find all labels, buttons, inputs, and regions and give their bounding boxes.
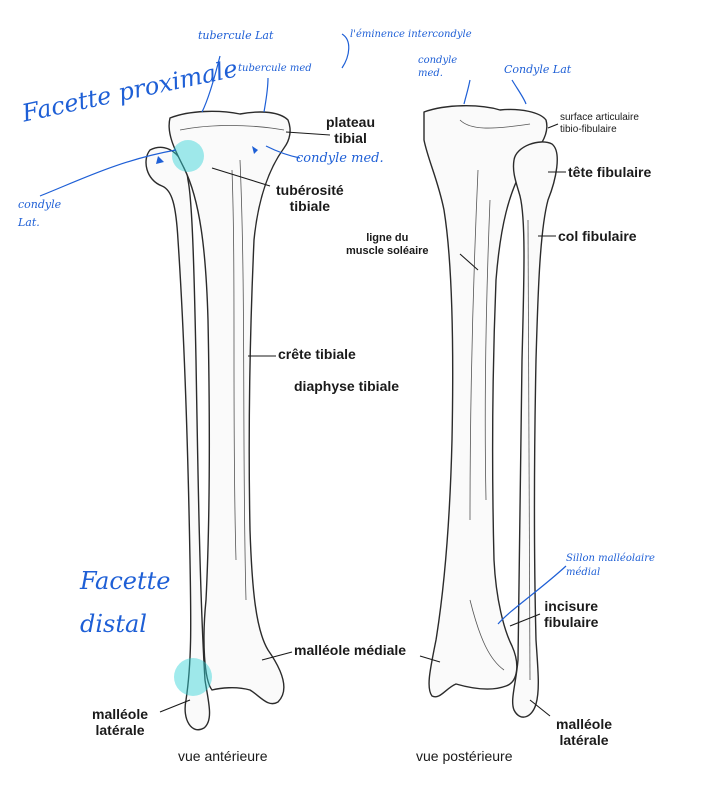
label-plateau-tibial: plateau tibial xyxy=(326,114,376,147)
note-tubercule-lat: tubercule Lat xyxy=(198,29,274,42)
distal-facet-highlight xyxy=(174,658,212,696)
note-condyle-lat-right: Condyle Lat xyxy=(504,63,572,76)
note-facette-distal: Facette distal xyxy=(80,567,171,639)
label-malleole-mediale: malléole médiale xyxy=(294,642,407,658)
label-incisure-fibulaire: incisure fibulaire xyxy=(544,598,599,631)
anterior-fibula xyxy=(145,146,211,731)
note-condyle-med-right: condyle med. xyxy=(418,55,458,79)
note-eminence-intercondyle: l'éminence intercondyle xyxy=(350,29,472,40)
label-malleole-laterale-anterior: malléole latérale xyxy=(92,706,149,739)
proximal-facet-highlight xyxy=(172,140,204,172)
note-condyle-med-left: condyle med. xyxy=(296,151,384,166)
label-tuberosite-tibiale: tubérosité tibiale xyxy=(276,182,344,215)
label-diaphyse-tibiale: diaphyse tibiale xyxy=(294,378,400,394)
label-vue-anterieure: vue antérieure xyxy=(178,748,268,764)
note-tubercule-med: tubercule med xyxy=(238,63,312,74)
note-condyle-lat-left: condyle Lat. xyxy=(18,198,62,229)
label-col-fibulaire: col fibulaire xyxy=(558,228,637,244)
label-surface-articulaire: surface articulaire tibio-fibulaire xyxy=(560,112,639,135)
note-sillon-malleolaire-medial: Sillon malléolaire médial xyxy=(566,553,655,578)
anterior-tibia xyxy=(168,110,291,705)
label-ligne-muscle-soleaire: ligne du muscle soléaire xyxy=(346,232,429,257)
label-vue-posterieure: vue postérieure xyxy=(416,748,513,764)
label-crete-tibiale: crête tibiale xyxy=(278,346,356,362)
label-malleole-laterale-posterior: malléole latérale xyxy=(556,716,613,749)
posterior-fibula xyxy=(511,141,558,718)
label-tete-fibulaire: tête fibulaire xyxy=(568,164,652,180)
